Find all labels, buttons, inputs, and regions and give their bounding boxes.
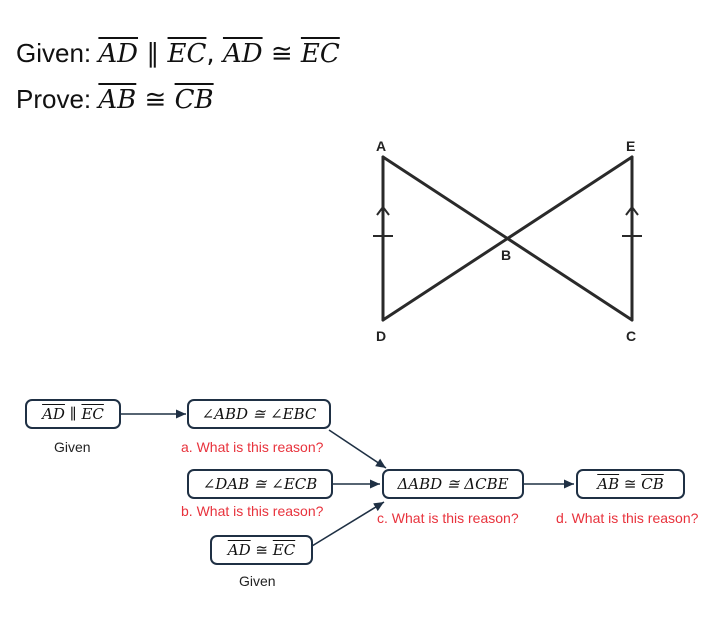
flow-arrow-congruent-to-triangles — [311, 501, 385, 547]
flow-node-ad-congruent-ec: AD ≅ EC — [210, 535, 313, 565]
reason-b-placeholder: b. What is this reason? — [181, 503, 324, 519]
congruent-symbol: ≅ — [144, 85, 167, 115]
segment-ec: EC — [167, 39, 207, 69]
congruent-symbol: ≅ — [255, 541, 268, 559]
given-label: Given: — [16, 38, 92, 68]
segment-ad: AD — [98, 39, 139, 69]
segment-cb: CB — [641, 475, 664, 493]
label-b: B — [501, 247, 511, 263]
flow-node-alternate-angles: ∠DAB ≅ ∠ECB — [187, 469, 333, 499]
segment-ab: AB — [98, 85, 137, 115]
prove-label: Prove: — [16, 84, 92, 114]
flow-node-ad-parallel-ec: AD ∥ EC — [25, 399, 121, 429]
label-d: D — [376, 328, 386, 344]
reason-a-placeholder: a. What is this reason? — [181, 439, 324, 455]
flow-arrow-vertical-angles-to-triangles — [328, 429, 387, 469]
reason-d-placeholder: d. What is this reason? — [556, 510, 699, 526]
prove-statement: Prove: AB ≅ CB — [16, 82, 214, 117]
label-a: A — [376, 138, 386, 154]
reason-given-1: Given — [54, 439, 91, 455]
congruent-symbol: ≅ — [623, 475, 637, 493]
parallel-symbol: ∥ — [146, 39, 160, 69]
label-e: E — [626, 138, 635, 154]
segment-ec: EC — [272, 541, 296, 559]
comma: , — [206, 39, 215, 69]
parallel-symbol: ∥ — [69, 405, 77, 423]
flow-node-vertical-angles: ∠ABD ≅ ∠EBC — [187, 399, 331, 429]
segment-ec: EC — [300, 39, 340, 69]
flow-node-ab-congruent-cb: AB ≅ CB — [576, 469, 685, 499]
segment-ed-line — [381, 155, 634, 322]
segment-ad: AD — [42, 405, 65, 423]
parallel-arrow-ad — [376, 205, 390, 216]
parallel-arrow-ec — [625, 205, 639, 216]
segment-cb: CB — [174, 85, 214, 115]
reason-c-placeholder: c. What is this reason? — [377, 510, 519, 526]
flow-node-triangles-congruent: ΔABD ≅ ΔCBE — [382, 469, 524, 499]
segment-ab: AB — [597, 475, 620, 493]
congruent-symbol: ≅ — [270, 39, 293, 69]
label-c: C — [626, 328, 636, 344]
given-statement: Given: AD ∥ EC, AD ≅ EC — [16, 36, 340, 71]
segment-ad: AD — [227, 541, 251, 559]
reason-given-2: Given — [239, 573, 276, 589]
segment-ad: AD — [222, 39, 263, 69]
segment-ec: EC — [81, 405, 104, 423]
